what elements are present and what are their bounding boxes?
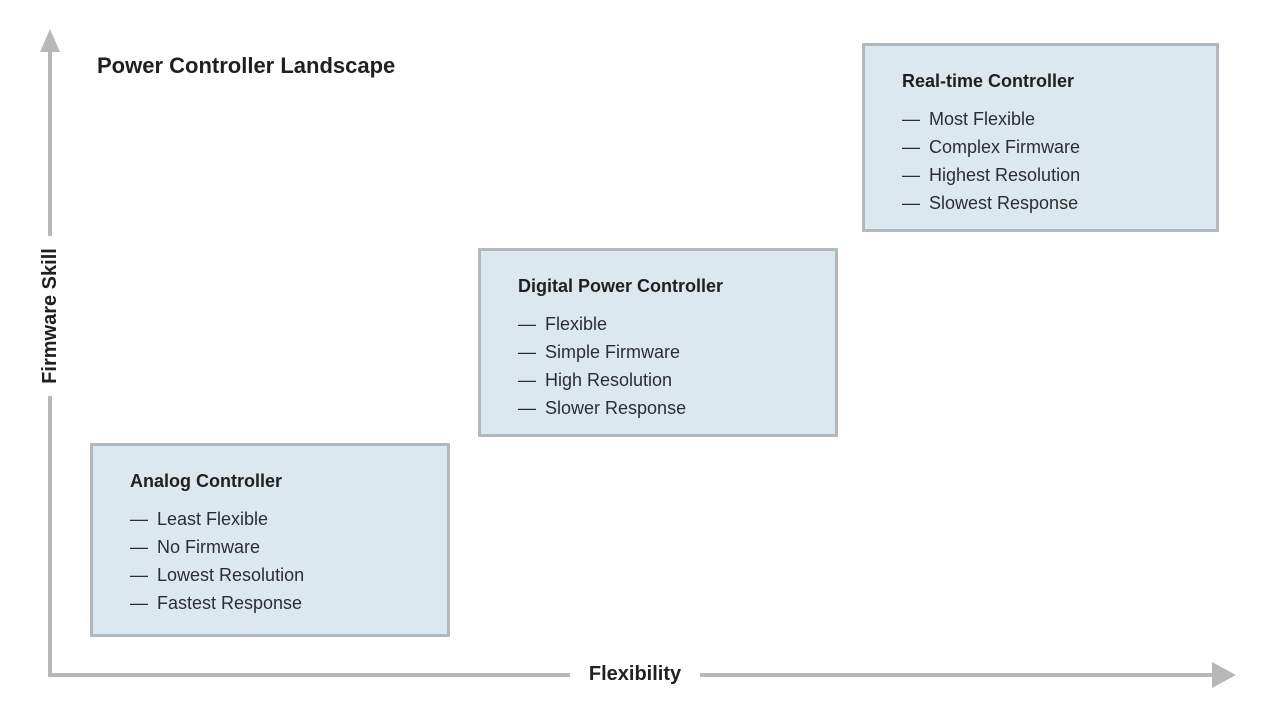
feature-text: Flexible xyxy=(545,314,608,334)
feature-item: — Least Flexible xyxy=(130,505,433,533)
feature-item: — Most Flexible xyxy=(902,105,1202,133)
box-realtime-controller: Real-time Controller — Most Flexible — Com… xyxy=(862,43,1219,232)
dash-bullet-icon: — xyxy=(902,193,920,213)
dash-bullet-icon: — xyxy=(518,314,536,334)
feature-text: No Firmware xyxy=(157,537,261,557)
dash-bullet-icon: — xyxy=(902,165,920,185)
feature-text: Most Flexible xyxy=(929,109,1036,129)
y-axis-label: Firmware Skill xyxy=(39,248,61,384)
feature-text: Simple Firmware xyxy=(545,342,681,362)
feature-text: Highest Resolution xyxy=(929,165,1081,185)
box-title: Analog Controller xyxy=(130,471,282,491)
feature-item: — Highest Resolution xyxy=(902,161,1202,189)
x-axis-label: Flexibility xyxy=(588,663,682,685)
feature-text: Slowest Response xyxy=(929,193,1079,213)
feature-text: Fastest Response xyxy=(157,593,303,613)
feature-item: — Slower Response xyxy=(518,394,821,422)
dash-bullet-icon: — xyxy=(130,565,148,585)
feature-list: — Flexible — Simple Firmware — High Resolut… xyxy=(518,310,821,422)
x-axis-line-right xyxy=(700,673,1212,677)
dash-bullet-icon: — xyxy=(130,537,148,557)
x-axis-arrowhead-icon xyxy=(1212,662,1236,688)
box-title: Digital Power Controller xyxy=(518,276,724,296)
feature-text: Complex Firmware xyxy=(929,137,1081,157)
feature-text: Lowest Resolution xyxy=(157,565,305,585)
box-analog-controller: Analog Controller — Least Flexible — No Fi… xyxy=(90,443,450,637)
feature-item: — Fastest Response xyxy=(130,589,433,617)
feature-text: High Resolution xyxy=(545,370,673,390)
y-axis-line-upper xyxy=(48,50,52,236)
feature-list: — Least Flexible — No Firmware — Lowest Res… xyxy=(130,505,433,617)
feature-item: — High Resolution xyxy=(518,366,821,394)
feature-item: — Lowest Resolution xyxy=(130,561,433,589)
x-axis-line-left xyxy=(48,673,570,677)
box-title: Real-time Controller xyxy=(902,71,1075,91)
page-title: Power Controller Landscape xyxy=(97,53,396,78)
feature-list: — Most Flexible — Complex Firmware — Highes… xyxy=(902,105,1202,217)
feature-item: — Slowest Response xyxy=(902,189,1202,217)
feature-item: — No Firmware xyxy=(130,533,433,561)
feature-item: — Simple Firmware xyxy=(518,338,821,366)
dash-bullet-icon: — xyxy=(130,509,148,529)
dash-bullet-icon: — xyxy=(130,593,148,613)
feature-text: Slower Response xyxy=(545,398,687,418)
feature-text: Least Flexible xyxy=(157,509,269,529)
dash-bullet-icon: — xyxy=(902,137,920,157)
dash-bullet-icon: — xyxy=(518,398,536,418)
y-axis-line-lower xyxy=(48,396,52,677)
feature-item: — Complex Firmware xyxy=(902,133,1202,161)
dash-bullet-icon: — xyxy=(902,109,920,129)
y-axis-arrowhead-icon xyxy=(40,29,60,52)
feature-item: — Flexible xyxy=(518,310,821,338)
box-digital-power-controller: Digital Power Controller — Flexible — Simp… xyxy=(478,248,838,437)
dash-bullet-icon: — xyxy=(518,370,536,390)
dash-bullet-icon: — xyxy=(518,342,536,362)
